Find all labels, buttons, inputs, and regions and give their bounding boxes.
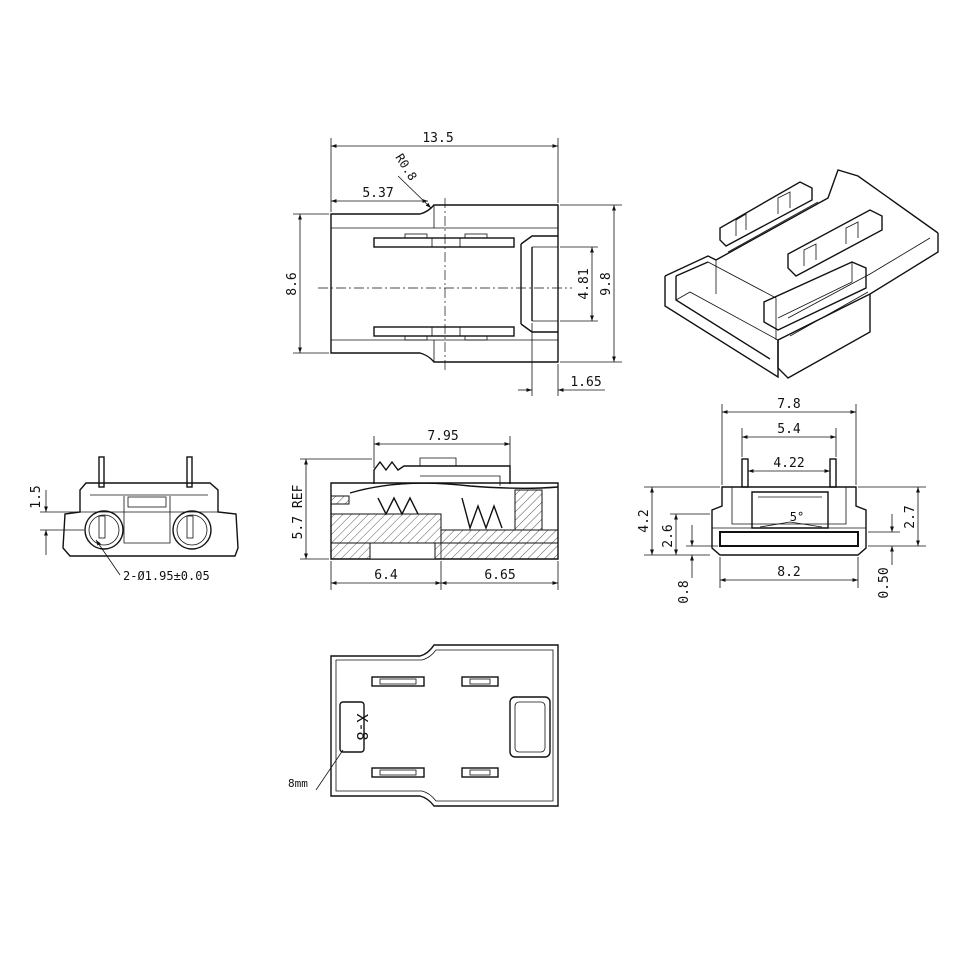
isometric-view [664,169,939,379]
marking-note: 8mm [288,777,308,790]
dim-overall-height: 4.2 [637,509,652,532]
end-view: 1.5 2-Ø1.95±0.05 [29,456,239,583]
front-view-pin-right [829,458,837,488]
dim-pin-height: 1.5 [29,485,44,508]
bottom-slot-upper-right [461,676,499,687]
top-contact-upper [373,237,515,248]
bottom-view-outline [330,644,559,807]
dim-offset-length: 5.37 [362,186,393,201]
end-view-pin-right [186,456,193,488]
dim-contact-span: 7.95 [427,429,458,444]
end-view-hole-right [172,510,212,550]
dim-height-ref: 5.7 REF [291,484,306,539]
dim-body-width: 8.6 [285,272,300,295]
dim-step-height: 2.6 [661,524,676,547]
top-view-outline [330,204,559,363]
bottom-view: X-8 8mm [288,644,559,807]
dim-draft-angle: 5° [790,510,804,524]
front-view-pin-left [741,458,749,488]
marking-label-box [339,701,365,753]
dim-slot-height: 2.7 [903,505,918,528]
dim-base-thickness: 0.8 [677,580,692,603]
marking-text: X-8 [353,713,371,740]
dim-window-width: 4.81 [577,268,592,299]
hole-note: 2-Ø1.95±0.05 [123,569,210,583]
dim-lip-thickness: 0.50 [877,567,892,598]
dim-outer-width: 7.8 [777,397,800,412]
bottom-window [509,696,551,758]
bottom-slot-upper-left [371,676,425,687]
dim-corner-radius: R0.8 [392,151,419,183]
section-view: 7.95 5.7 REF 6.4 6.65 [291,429,559,590]
bottom-slot-lower-left [371,767,425,778]
dim-right-length: 6.65 [484,568,515,583]
bottom-slot-lower-right [461,767,499,778]
end-view-hole-left [84,510,124,550]
top-contact-lower [373,326,515,337]
dim-overall-length: 13.5 [422,131,453,146]
dim-pin-span-inner: 4.22 [773,456,804,471]
top-view: 13.5 R0.8 5.37 8.6 9.8 4.81 1.65 [285,131,622,396]
dim-base-width: 8.2 [777,565,800,580]
end-view-pin-left [98,456,105,488]
dim-overall-width: 9.8 [599,272,614,295]
dim-pin-span-outer: 5.4 [777,422,801,437]
dim-lip-length: 1.65 [570,375,601,390]
dim-left-length: 6.4 [374,568,398,583]
front-view: 5° 7.8 5.4 4.22 4.2 2.6 0.8 2.7 0.50 [637,397,926,604]
